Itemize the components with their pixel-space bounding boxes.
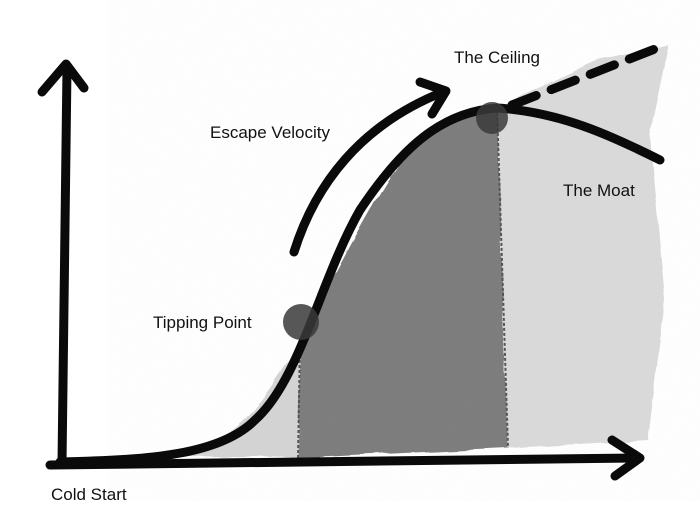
y-axis [57, 63, 72, 468]
moat-label: The Moat [563, 181, 635, 200]
y-axis-arrowhead [37, 59, 89, 97]
tipping-point-marker [283, 304, 319, 340]
x-axis-arrowhead [607, 435, 645, 481]
escape-velocity-label: Escape Velocity [210, 123, 331, 142]
ceiling-label: The Ceiling [454, 48, 540, 67]
divider-ceiling [496, 107, 509, 449]
ceiling-marker [476, 102, 508, 134]
ceiling-dashed-line [507, 40, 670, 110]
escape-velocity-arrowhead [415, 77, 451, 119]
tipping-point-label: Tipping Point [153, 313, 252, 332]
cold-start-label: Cold Start [51, 485, 127, 504]
escape-velocity-arrow [289, 87, 448, 257]
growth-curve [55, 103, 665, 467]
x-axis [45, 453, 643, 470]
